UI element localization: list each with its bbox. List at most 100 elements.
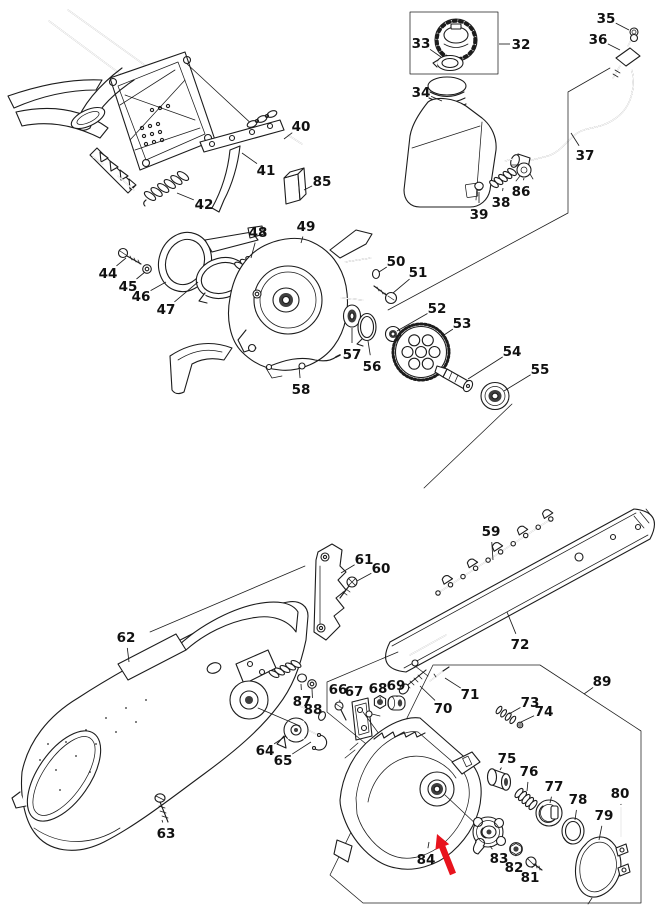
nut-68 xyxy=(373,694,387,710)
part-label-55: 55 xyxy=(531,362,550,378)
part-label-76: 76 xyxy=(520,764,539,780)
leader-line-34 xyxy=(430,95,443,102)
guide-bar-assembly: Makita xyxy=(385,508,655,673)
leader-line-58 xyxy=(298,365,301,379)
leader-line-37 xyxy=(570,132,580,146)
part-label-89: 89 xyxy=(593,674,612,690)
bearing-55 xyxy=(480,381,510,411)
leader-line-56 xyxy=(367,340,371,356)
part-label-51: 51 xyxy=(409,265,428,281)
part-label-35: 35 xyxy=(597,11,616,27)
part-label-39: 39 xyxy=(470,207,489,223)
leader-line-44 xyxy=(116,257,127,267)
part-label-68: 68 xyxy=(369,681,388,697)
leader-line-77 xyxy=(549,796,552,804)
part-label-64: 64 xyxy=(256,743,275,759)
part-label-63: 63 xyxy=(157,826,176,842)
motor-housing-assembly xyxy=(7,9,257,194)
part-label-60: 60 xyxy=(372,561,391,577)
leader-line-54 xyxy=(467,356,503,380)
part-label-53: 53 xyxy=(453,316,472,332)
part-label-46: 46 xyxy=(132,289,151,305)
sprocket-cover-assembly xyxy=(329,664,642,905)
part-label-40: 40 xyxy=(292,119,311,135)
part-label-77: 77 xyxy=(545,779,564,795)
leader-line-78 xyxy=(574,809,577,821)
leader-line-47 xyxy=(174,281,199,303)
spike-plate-assembly xyxy=(313,543,358,641)
leader-line-86 xyxy=(523,177,525,181)
sprocket-housing-assembly xyxy=(169,229,513,489)
sleeve-69 xyxy=(387,695,406,711)
shaft-54 xyxy=(434,365,474,393)
part-label-72: 72 xyxy=(511,637,530,653)
drum-77 xyxy=(535,799,563,827)
leader-line-71 xyxy=(444,677,461,689)
tension-pin-71 xyxy=(429,666,450,682)
screw-66 xyxy=(334,701,347,721)
leader-line-85 xyxy=(303,185,313,191)
leader-line-41 xyxy=(241,152,258,164)
spring-76 xyxy=(514,787,538,811)
leader-line-72 xyxy=(506,611,517,634)
chain-catcher-lever xyxy=(211,145,241,213)
part-label-87: 87 xyxy=(293,694,312,710)
leader-line-64 xyxy=(273,735,287,745)
leader-line-53 xyxy=(440,328,454,338)
leader-line-49 xyxy=(300,236,304,244)
leader-line-61 xyxy=(340,564,355,574)
oil-tank-assembly xyxy=(387,11,641,311)
part-label-41: 41 xyxy=(257,163,276,179)
leader-line-52 xyxy=(396,313,428,332)
leader-line-35 xyxy=(615,22,630,31)
leader-line-79 xyxy=(598,825,603,841)
part-label-79: 79 xyxy=(595,808,614,824)
leader-line-89 xyxy=(583,687,594,695)
ring-78 xyxy=(561,817,585,845)
part-label-75: 75 xyxy=(498,751,517,767)
part-label-74: 74 xyxy=(535,704,554,720)
leader-line-62 xyxy=(126,647,130,663)
leader-line-83 xyxy=(489,845,493,850)
part-label-58: 58 xyxy=(292,382,311,398)
part-label-83: 83 xyxy=(490,851,509,867)
adjust-dial-83 xyxy=(472,816,507,855)
leader-line-65 xyxy=(292,741,312,755)
rod-58 xyxy=(269,356,337,367)
spur-gear-53 xyxy=(391,322,451,382)
part-label-85: 85 xyxy=(313,174,332,190)
plate-67 xyxy=(351,697,381,741)
part-label-59: 59 xyxy=(482,524,501,540)
part-label-34: 34 xyxy=(412,85,431,101)
vent-holes xyxy=(139,103,171,147)
part-label-70: 70 xyxy=(434,701,453,717)
part-label-69: 69 xyxy=(387,678,406,694)
part-label-67: 67 xyxy=(345,684,364,700)
assembly-89-boundary xyxy=(329,664,642,904)
leader-line-45 xyxy=(136,271,146,280)
part-label-57: 57 xyxy=(343,347,362,363)
motor-body-assembly: Makita xyxy=(11,565,328,851)
part-label-84: 84 xyxy=(417,852,436,868)
leader-line-51 xyxy=(392,278,410,294)
part-label-44: 44 xyxy=(99,266,118,282)
part-label-37: 37 xyxy=(576,148,595,164)
bushing-75 xyxy=(486,768,512,791)
leader-line-59 xyxy=(491,541,494,561)
part-label-36: 36 xyxy=(589,32,608,48)
leader-line-74 xyxy=(520,715,535,723)
highlight-arrow xyxy=(435,834,456,876)
part-label-32: 32 xyxy=(512,37,531,53)
tank-cap-32 xyxy=(434,18,478,62)
tensioner-hardware xyxy=(326,651,450,791)
e-clip-65 xyxy=(313,734,328,751)
part-label-52: 52 xyxy=(428,301,447,317)
grip-texture xyxy=(39,699,147,791)
part-label-62: 62 xyxy=(117,630,136,646)
leader-line-70 xyxy=(419,685,436,701)
part-label-86: 86 xyxy=(512,184,531,200)
leader-line-40 xyxy=(283,132,293,140)
tension-screw-70 xyxy=(398,669,427,695)
part-label-88: 88 xyxy=(304,702,323,718)
